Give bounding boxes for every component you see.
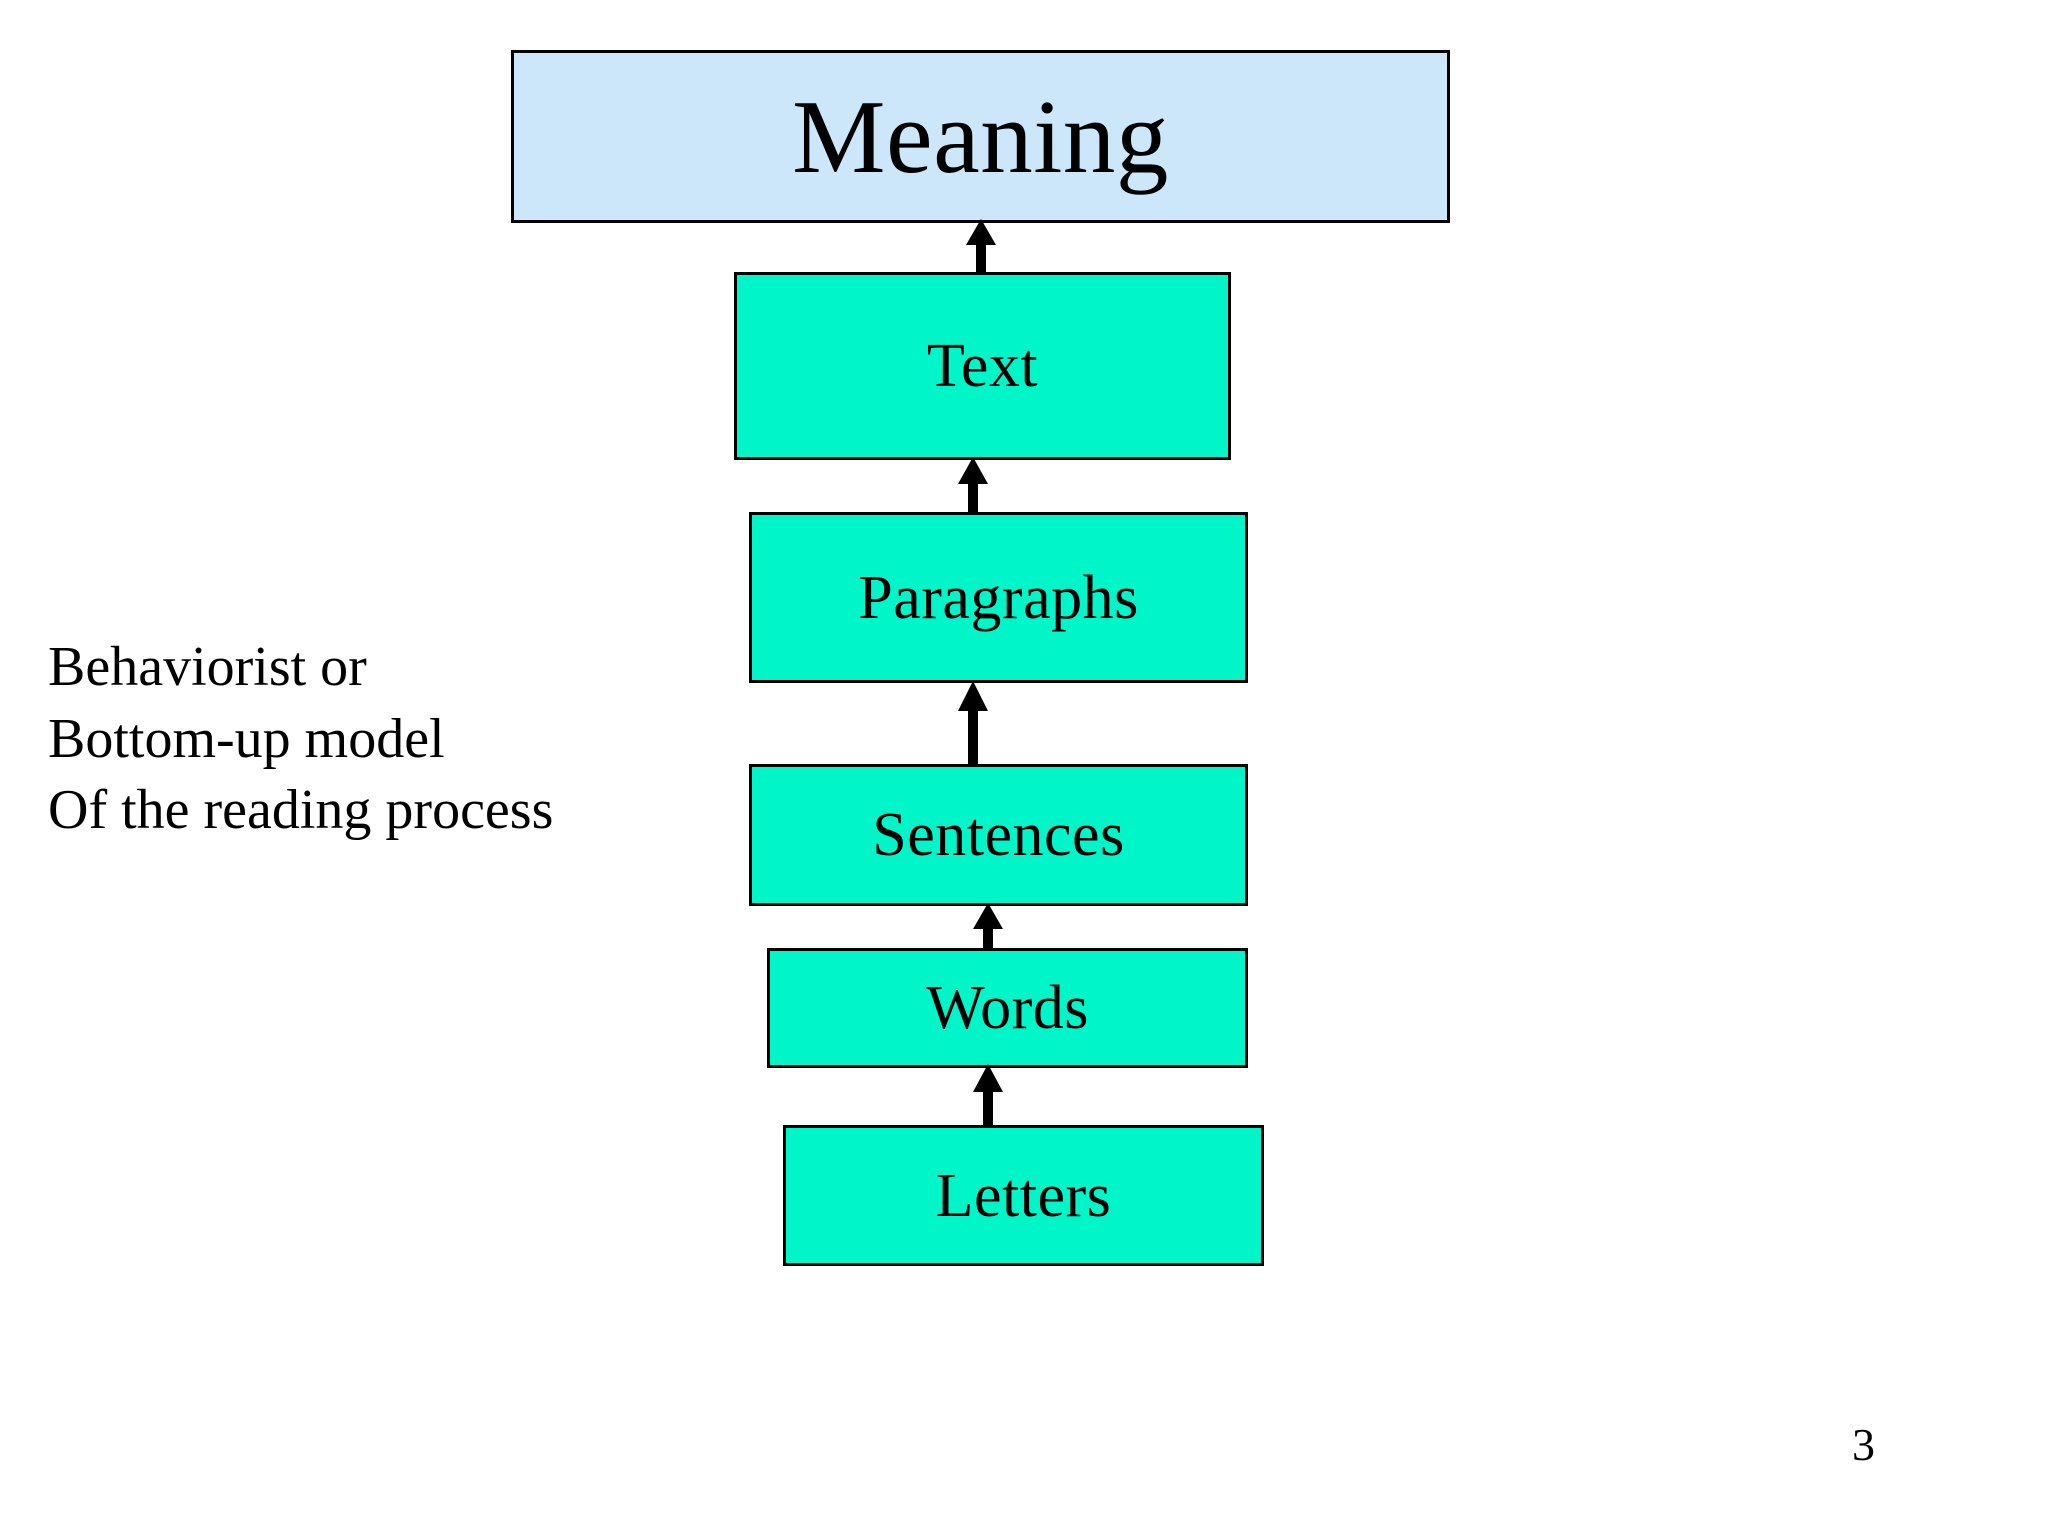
up-arrow-icon-text-to-meaning	[958, 219, 1004, 277]
flow-node-paragraphs: Paragraphs	[749, 512, 1248, 683]
up-arrow-icon	[973, 1064, 1003, 1130]
flow-node-words-label: Words	[926, 974, 1089, 1042]
flow-node-sentences: Sentences	[749, 764, 1248, 906]
flow-node-meaning-label: Meaning	[792, 78, 1169, 195]
flow-node-text: Text	[734, 272, 1231, 460]
flow-node-words: Words	[767, 948, 1248, 1068]
flow-node-letters: Letters	[783, 1125, 1264, 1266]
up-arrow-icon-paragraphs-to-text	[950, 457, 996, 517]
flow-node-text-label: Text	[926, 332, 1039, 400]
flow-node-sentences-label: Sentences	[872, 801, 1125, 869]
up-arrow-icon	[958, 457, 988, 517]
up-arrow-icon-sentences-to-paragraphs	[950, 681, 996, 769]
up-arrow-icon	[966, 219, 996, 277]
flow-node-meaning: Meaning	[511, 50, 1450, 223]
up-arrow-icon-letters-to-words	[965, 1064, 1011, 1130]
up-arrow-icon-words-to-sentences	[965, 903, 1011, 953]
model-caption: Behaviorist or Bottom-up model Of the re…	[48, 636, 554, 842]
page-number: 3	[1852, 1419, 1875, 1470]
up-arrow-icon	[958, 681, 988, 769]
up-arrow-icon	[973, 903, 1003, 953]
flow-node-paragraphs-label: Paragraphs	[858, 563, 1139, 632]
flow-node-letters-label: Letters	[935, 1161, 1112, 1230]
